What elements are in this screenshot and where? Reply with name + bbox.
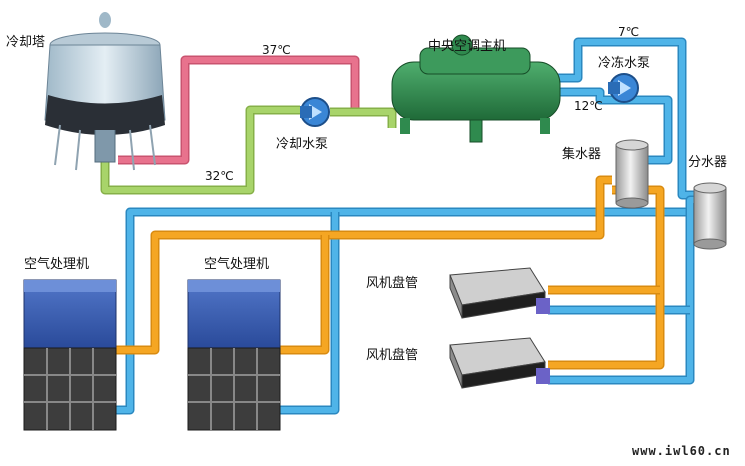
chilled-pump-label: 冷冻水泵	[598, 56, 651, 71]
water-collector	[615, 139, 649, 209]
chilled-water-pump	[608, 73, 639, 103]
ahu-2-label: 空气处理机	[204, 257, 270, 272]
cooling-tower-label: 冷却塔	[6, 35, 46, 50]
fan-coil-unit-2	[449, 337, 550, 389]
temp-37c: 37℃	[262, 43, 291, 57]
air-handling-unit-2	[187, 279, 281, 431]
ahu-1-label: 空气处理机	[24, 257, 90, 272]
fan-coil-1-label: 风机盘管	[366, 276, 419, 291]
fan-coil-2-label: 风机盘管	[366, 348, 419, 363]
temp-7c: 7℃	[618, 25, 640, 39]
collector-label: 集水器	[562, 147, 602, 162]
cooling-tower	[44, 12, 166, 171]
chiller-label: 中央空调主机	[428, 39, 507, 54]
cooling-pump-label: 冷却水泵	[276, 137, 329, 152]
central-chiller	[391, 34, 561, 143]
temp-32c: 32℃	[205, 169, 234, 183]
fan-coil-unit-1	[449, 267, 550, 319]
cooling-water-pump	[300, 97, 330, 127]
temp-12c: 12℃	[574, 99, 603, 113]
distributor-label: 分水器	[688, 155, 728, 170]
watermark: www.iwl60.cn	[632, 444, 731, 458]
water-distributor	[693, 182, 727, 250]
air-handling-unit-1	[23, 279, 117, 431]
